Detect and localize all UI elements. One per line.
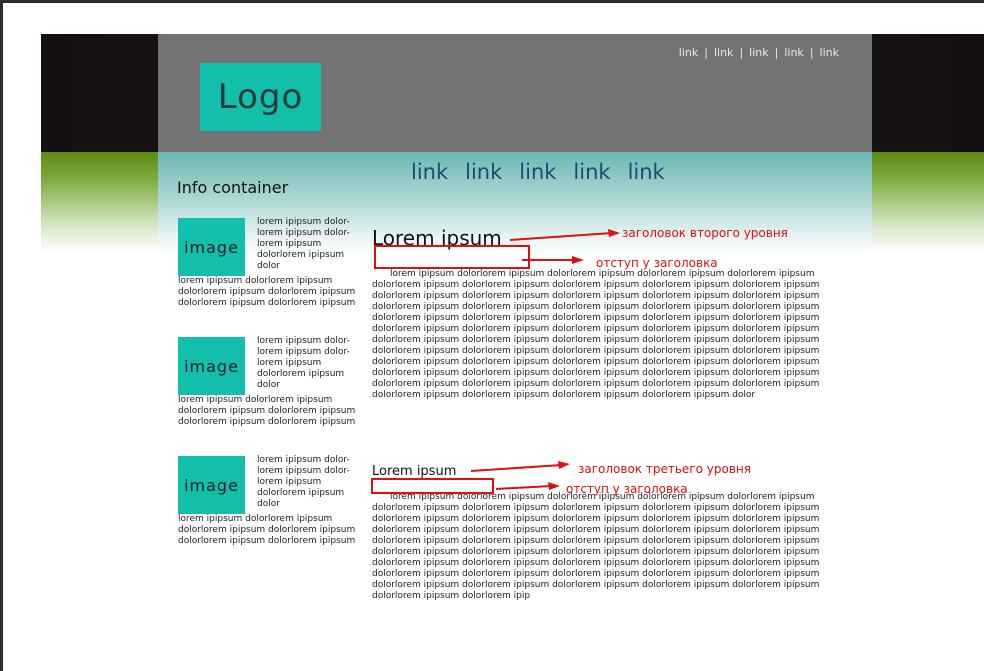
top-link-separator: | (704, 46, 708, 59)
top-link-4[interactable]: link (784, 46, 804, 59)
info-item-text: lorem ipipsum dolorlorem ipipsum dolorlo… (178, 395, 356, 427)
h3-margin-arrow (495, 485, 553, 490)
top-link-5[interactable]: link (819, 46, 839, 59)
top-link-separator: | (774, 46, 779, 59)
annotation-h3-margin-label: отступ у заголовка (566, 482, 688, 496)
nav-link-5[interactable]: link (627, 160, 665, 184)
nav-link-3[interactable]: link (519, 160, 557, 184)
image-placeholder: image (178, 337, 245, 395)
info-item-text: lorem ipipsum dolorlorem ipipsum dolorlo… (178, 276, 356, 308)
info-item-side-text: lorem ipipsum dolor- lorem ipipsum dolor… (257, 455, 350, 509)
top-link-1[interactable]: link (678, 46, 699, 59)
h2-arrowhead (608, 229, 620, 237)
site-header: Logo link | link | link | link | link (158, 34, 872, 152)
info-item-side-text: lorem ipipsum dolor- lorem ipipsum dolor… (257, 217, 350, 271)
content-paragraph: lorem ipipsum dolorlorem ipipsum dolorlo… (372, 492, 820, 601)
h2-margin-arrowhead (572, 256, 584, 264)
window-left-border (0, 0, 3, 671)
info-item-side-text: lorem ipipsum dolor- lorem ipipsum dolor… (257, 336, 350, 390)
image-placeholder: image (178, 456, 245, 514)
h3-arrow (470, 464, 563, 472)
info-item-text: lorem ipipsum dolorlorem ipipsum dolorlo… (178, 514, 356, 546)
h3-margin-box (371, 478, 494, 494)
image-placeholder: image (178, 218, 245, 276)
nav-link-4[interactable]: link (573, 160, 611, 184)
annotation-h2-margin-label: отступ у заголовка (596, 256, 718, 270)
nav-link-1[interactable]: link (411, 160, 449, 184)
info-container-title: Info container (177, 178, 289, 197)
h2-margin-box (374, 245, 530, 269)
top-link-separator: | (809, 46, 814, 59)
nav-link-2[interactable]: link (465, 160, 503, 184)
annotation-h2-label: заголовок второго уровня (622, 226, 788, 240)
main-nav: link link link link link (158, 152, 872, 252)
top-link-separator: | (739, 46, 744, 59)
h3-arrowhead (558, 461, 570, 469)
logo[interactable]: Logo (200, 63, 321, 131)
h3-margin-arrowhead (548, 482, 560, 490)
annotation-h3-label: заголовок третьего уровня (578, 462, 751, 476)
content-paragraph: lorem ipipsum dolorlorem ipipsum dolorlo… (372, 269, 820, 400)
top-link-3[interactable]: link (749, 46, 769, 59)
window-top-border (0, 0, 984, 3)
h2-arrow (509, 232, 613, 241)
heading-level-3: Lorem ipsum (372, 464, 457, 479)
top-link-2[interactable]: link (713, 46, 734, 59)
top-links: link | link | link | link | link (679, 46, 839, 59)
